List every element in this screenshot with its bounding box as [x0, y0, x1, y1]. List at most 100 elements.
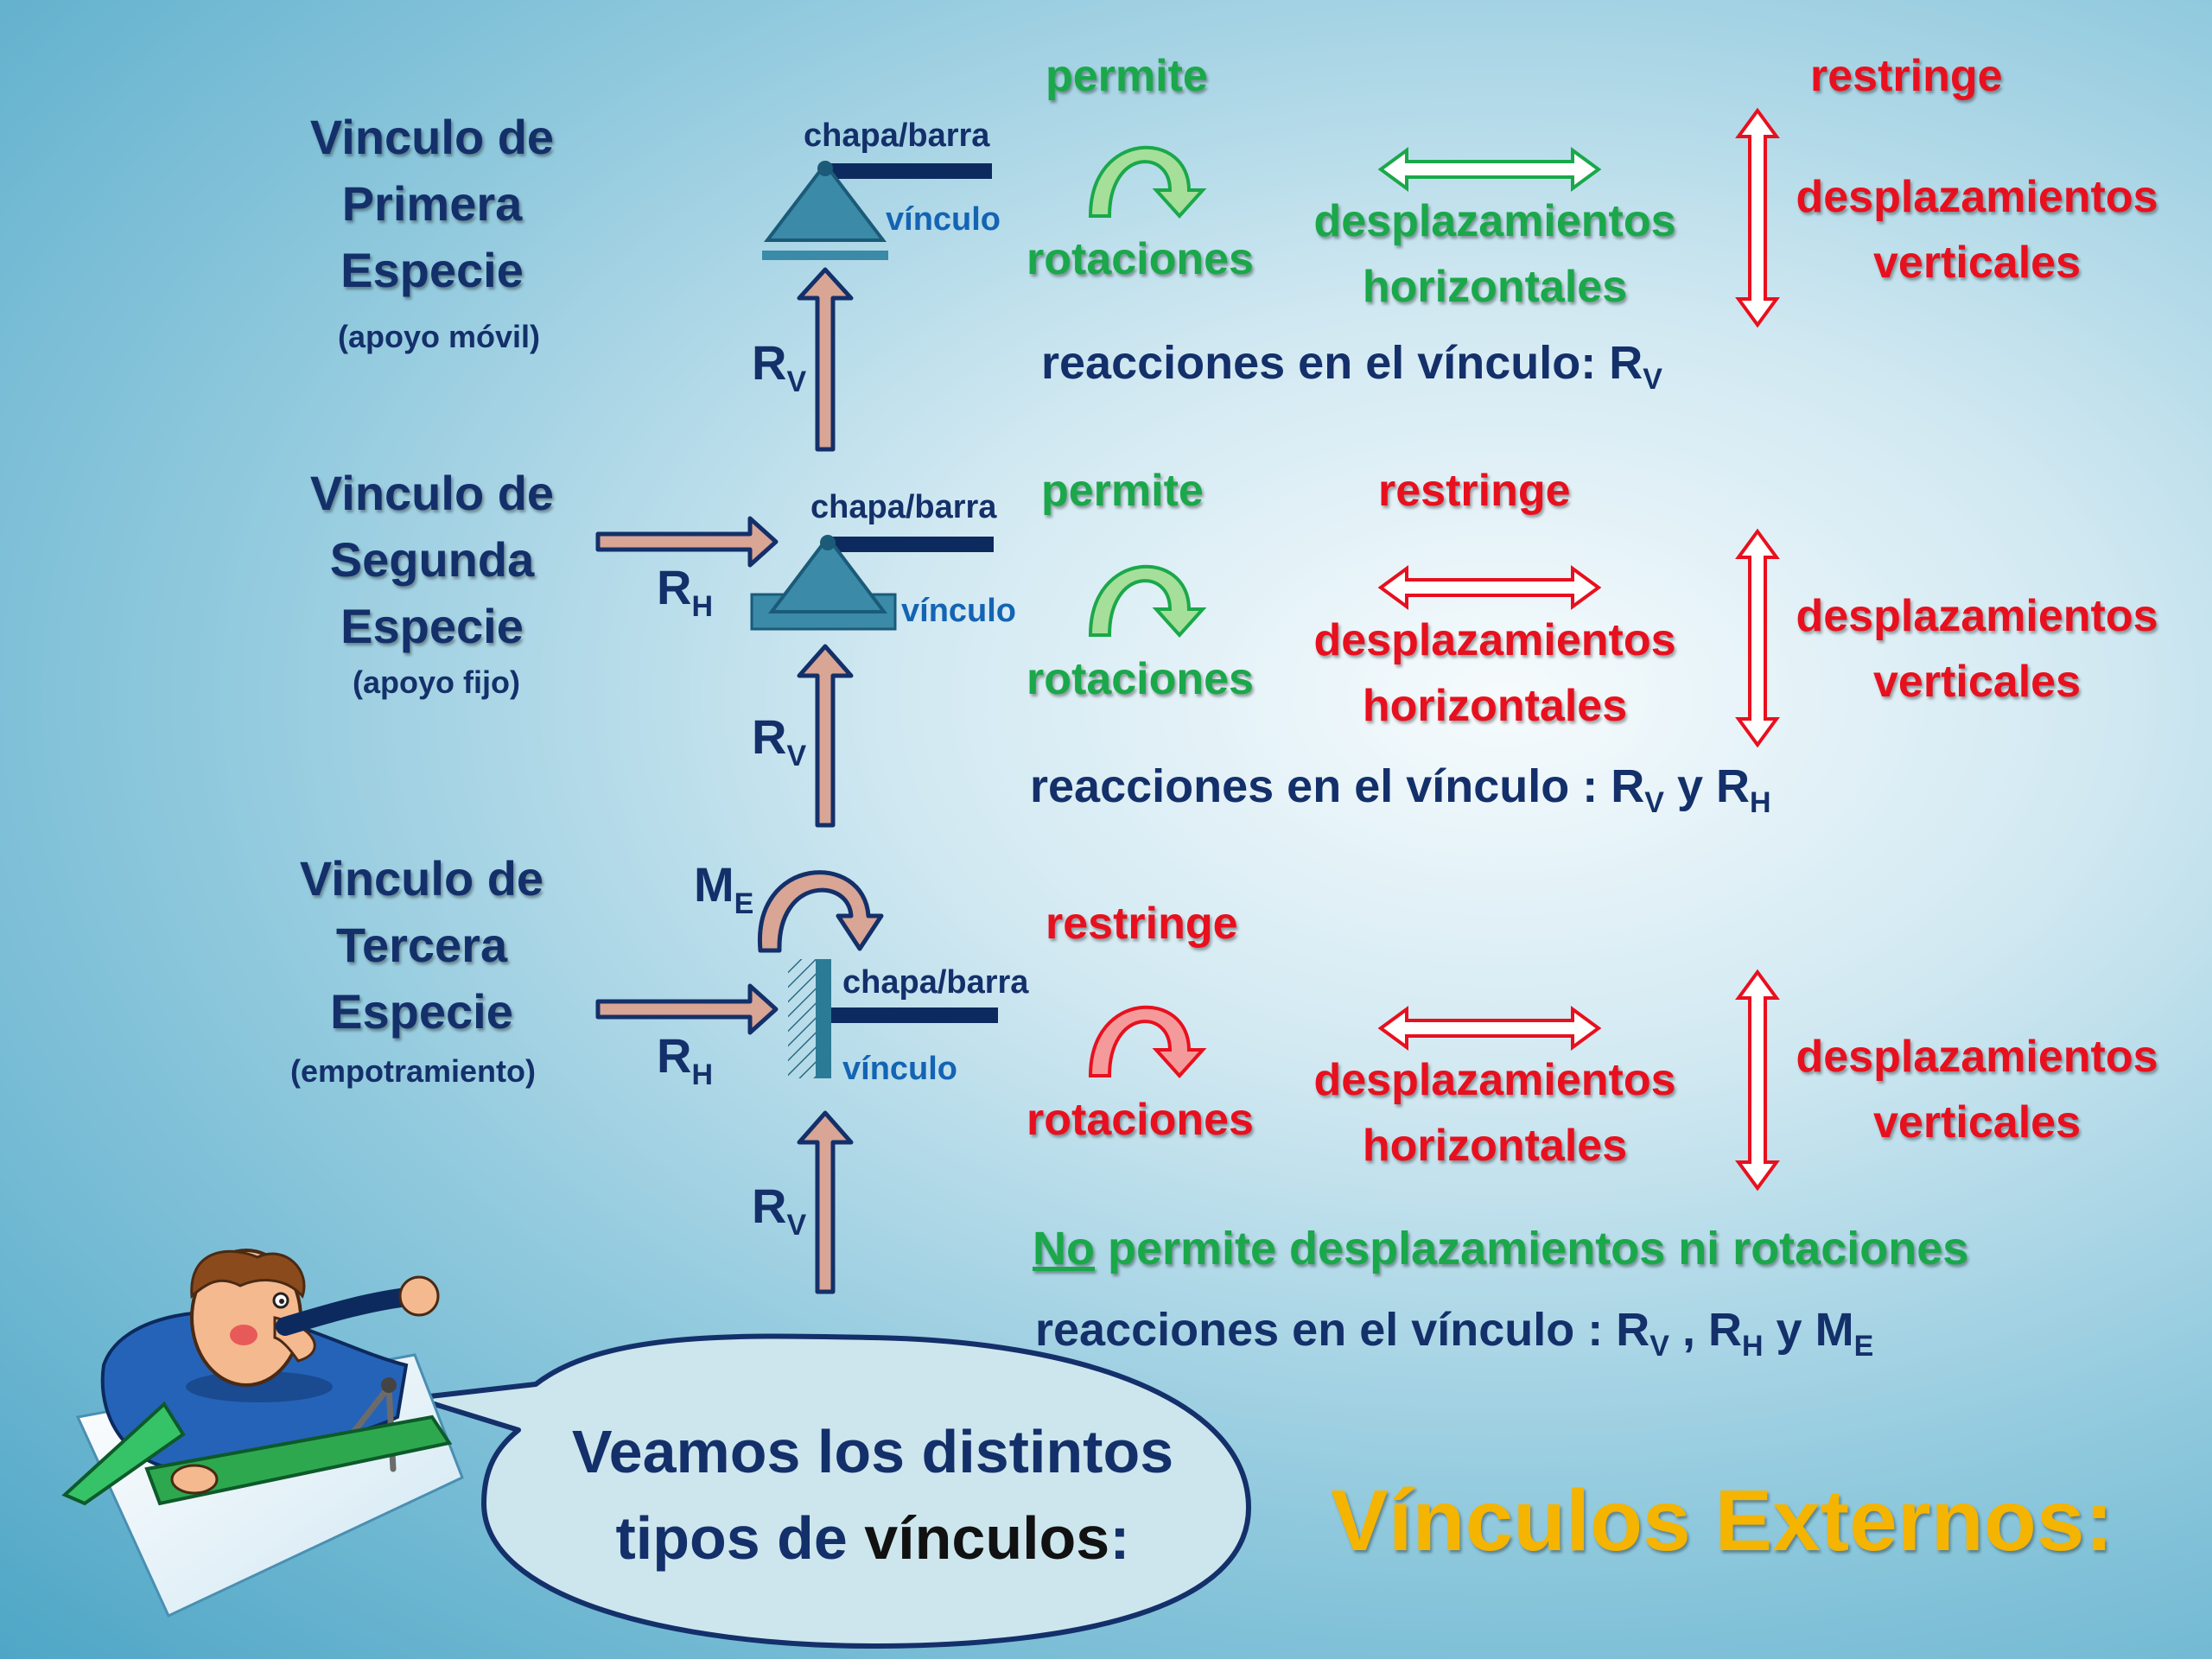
- rh-symbol: R: [657, 560, 692, 614]
- rv-symbol: R: [752, 335, 787, 390]
- horizontal-displacement-label: desplazamientos horizontales: [1300, 1047, 1689, 1179]
- me-label: ME: [694, 861, 754, 920]
- rv-subscript: V: [1649, 1330, 1669, 1363]
- rh-subscript: H: [1741, 1330, 1764, 1363]
- no-permite-text: permite desplazamientos ni rotaciones: [1094, 1223, 1969, 1274]
- rotaciones-label: rotaciones: [1027, 654, 1254, 704]
- third-species-line3: Especie: [330, 984, 513, 1039]
- second-species-line2: Segunda: [329, 532, 535, 587]
- first-species-subtitle: (apoyo móvil): [337, 319, 541, 354]
- verticales-text: verticales: [1873, 657, 2081, 707]
- rv-label: RV: [752, 1179, 806, 1241]
- chapa-barra-label: chapa/barra: [804, 118, 990, 154]
- vinculo-label: vínculo: [901, 593, 1017, 629]
- rv-subscript: V: [786, 740, 807, 772]
- pin-support-icon: [750, 534, 994, 631]
- rh-label: RH: [657, 1032, 713, 1090]
- horizontal-double-arrow-icon: [1377, 1006, 1602, 1051]
- third-species-reactions: reacciones en el vínculo : RV , RH y ME: [1035, 1306, 1873, 1361]
- vertical-double-arrow-icon: [1735, 528, 1780, 748]
- horizontales-text: horizontales: [1362, 681, 1628, 731]
- vertical-displacement-label: desplazamientos verticales: [1778, 583, 2176, 715]
- desplazamientos-text: desplazamientos: [1313, 615, 1676, 665]
- desplazamientos-text: desplazamientos: [1796, 1032, 2158, 1082]
- second-species-reactions: reacciones en el vínculo : RV y RH: [1030, 763, 1771, 817]
- rv-arrow-icon: [797, 644, 854, 828]
- second-species-title: Vinculo de Segunda Especie: [233, 460, 631, 659]
- rotation-allowed-icon: [1088, 564, 1207, 638]
- desplazamientos-text: desplazamientos: [1313, 1055, 1676, 1105]
- page-title: Vínculos Externos:: [1331, 1472, 2113, 1569]
- restringe-label: restringe: [1046, 899, 1238, 949]
- bubble-line1: Veamos los distintos: [571, 1418, 1174, 1485]
- desplazamientos-text: desplazamientos: [1796, 591, 2158, 641]
- chapa-barra-label: chapa/barra: [842, 964, 1029, 1001]
- fixed-support-icon: [788, 959, 998, 1078]
- reactions-sep2: y M: [1763, 1304, 1854, 1356]
- second-species-subtitle: (apoyo fijo): [353, 664, 520, 700]
- rv-arrow-icon: [797, 267, 854, 452]
- rotation-allowed-icon: [1088, 145, 1207, 219]
- rv-label: RV: [752, 713, 807, 772]
- speech-bubble: [412, 1333, 1251, 1649]
- bubble-line2a: tipos de: [615, 1504, 865, 1572]
- horizontales-text: horizontales: [1362, 1121, 1628, 1171]
- vertical-double-arrow-icon: [1735, 969, 1780, 1192]
- desplazamientos-text: desplazamientos: [1796, 172, 2158, 222]
- reactions-text: reacciones en el vínculo : R: [1030, 760, 1645, 812]
- third-species-title: Vinculo de Tercera Especie: [223, 845, 620, 1045]
- second-species-line3: Especie: [340, 599, 524, 653]
- horizontal-displacement-label: desplazamientos horizontales: [1300, 188, 1689, 320]
- horizontal-double-arrow-icon: [1377, 147, 1602, 192]
- rv-symbol: R: [752, 709, 787, 764]
- third-species-line1: Vinculo de: [299, 851, 544, 906]
- rv-symbol: R: [752, 1179, 787, 1233]
- rotaciones-label: rotaciones: [1027, 1095, 1254, 1145]
- horizontales-text: horizontales: [1362, 262, 1628, 312]
- third-species-subtitle: (empotramiento): [289, 1053, 536, 1089]
- vertical-double-arrow-icon: [1735, 107, 1780, 328]
- rh-arrow-icon: [595, 983, 779, 1035]
- vinculo-label: vínculo: [886, 201, 1001, 238]
- rh-subscript: H: [691, 590, 714, 623]
- horizontal-double-arrow-icon: [1377, 565, 1602, 610]
- desplazamientos-text: desplazamientos: [1313, 196, 1676, 246]
- roller-support-icon: [762, 161, 992, 260]
- rotaciones-label: rotaciones: [1027, 234, 1254, 284]
- me-subscript: E: [1853, 1330, 1874, 1363]
- rv-label: RV: [752, 339, 806, 397]
- bubble-colon: :: [1109, 1504, 1130, 1572]
- engineer-cartoon-icon: [61, 1249, 464, 1618]
- me-symbol: M: [694, 857, 734, 912]
- rv-subscript: V: [786, 365, 807, 398]
- first-species-line1: Vinculo de: [309, 110, 555, 164]
- vinculo-label: vínculo: [842, 1051, 958, 1087]
- rh-symbol: R: [657, 1028, 692, 1083]
- verticales-text: verticales: [1873, 1097, 2081, 1147]
- second-species-line1: Vinculo de: [309, 466, 555, 520]
- reactions-text: reacciones en el vínculo : R: [1035, 1304, 1650, 1356]
- bubble-keyword: vínculos: [864, 1504, 1110, 1572]
- permite-label: permite: [1041, 466, 1204, 516]
- rh-label: RH: [657, 560, 714, 623]
- permite-label: permite: [1046, 51, 1208, 101]
- reactions-sep1: , R: [1669, 1304, 1742, 1356]
- no-permite-statement: No permite desplazamientos ni rotaciones: [1033, 1225, 1968, 1272]
- bubble-text: Veamos los distintos tipos de vínculos:: [562, 1408, 1184, 1581]
- rv-subscript: V: [1643, 363, 1662, 396]
- verticales-text: verticales: [1873, 238, 2081, 288]
- restringe-label: restringe: [1378, 466, 1571, 516]
- rh-subscript: H: [1750, 786, 1771, 819]
- chapa-barra-label: chapa/barra: [810, 489, 997, 525]
- rh-arrow-icon: [595, 516, 779, 568]
- first-species-reactions: reacciones en el vínculo: RV: [1041, 340, 1662, 394]
- rotation-restricted-icon: [1088, 1005, 1207, 1078]
- vertical-displacement-label: desplazamientos verticales: [1778, 1024, 2176, 1155]
- first-species-title: Vinculo de Primera Especie: [233, 104, 631, 303]
- me-subscript: E: [734, 887, 754, 920]
- restringe-label: restringe: [1810, 51, 2003, 101]
- vertical-displacement-label: desplazamientos verticales: [1778, 164, 2176, 296]
- rv-arrow-icon: [797, 1110, 854, 1294]
- no-word: No: [1033, 1223, 1095, 1274]
